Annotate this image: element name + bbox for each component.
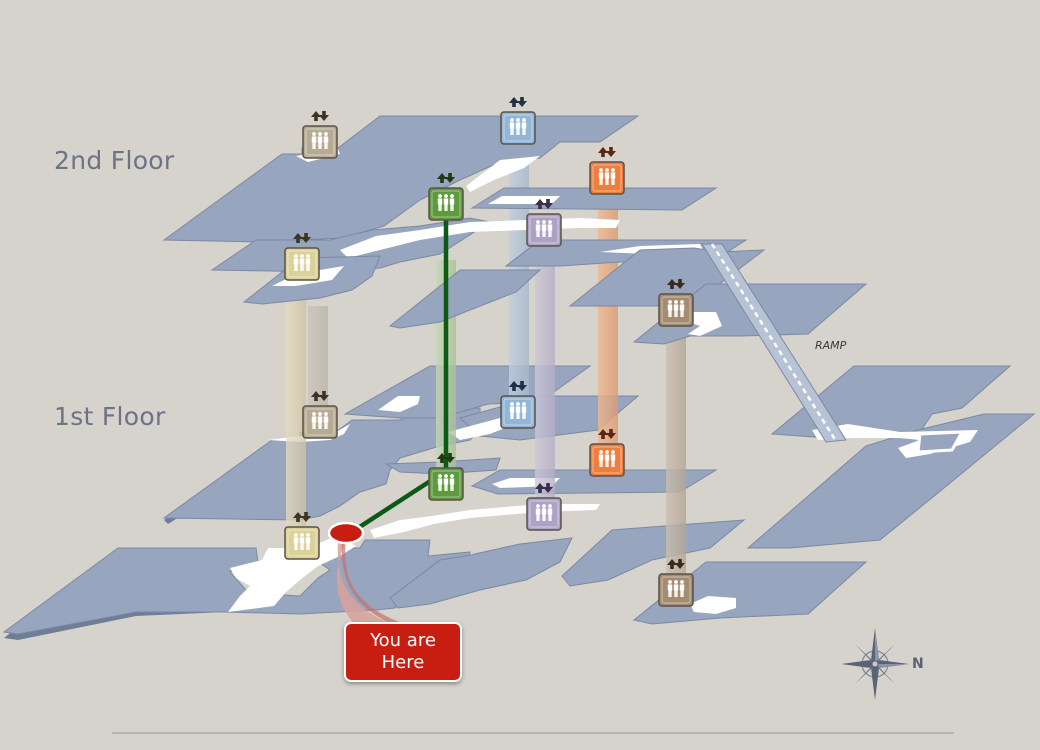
floor-1-mid-right (470, 469, 718, 495)
shaft-cream (286, 286, 306, 526)
pointer-tail (336, 540, 396, 626)
shaft-brown (666, 320, 686, 590)
elevator-2f-lavender (526, 199, 562, 247)
ramp-label: RAMP (815, 339, 847, 352)
floor-1-far-right-room (916, 430, 965, 454)
elevator-1f-orange (589, 429, 625, 477)
footer-divider (112, 732, 954, 734)
elevator-1f-lavender (526, 483, 562, 531)
elevator-1f-green (428, 453, 464, 501)
elevator-2f-green (428, 173, 464, 221)
up-down-arrows-icon (311, 111, 329, 121)
floor-1-corridor (228, 536, 356, 612)
elevator-shafts (286, 150, 686, 590)
floor-1-back-path (378, 396, 420, 412)
elevator-2f-tan (302, 111, 338, 159)
ramp (701, 243, 847, 443)
floor-2-center (388, 269, 542, 329)
floor-1-label: 1st Floor (54, 402, 166, 431)
ramp-body (701, 243, 847, 443)
elevator-2f-cream (284, 233, 320, 281)
you-are-here-callout: You are Here (344, 622, 462, 682)
you-are-here-pointer (327, 521, 410, 626)
floor-1-front-center (389, 537, 573, 609)
shaft-orange (598, 188, 618, 460)
location-marker (327, 521, 365, 545)
shaft-lavender (535, 246, 555, 514)
elevator-2f-brown (658, 279, 694, 327)
up-down-arrows-icon (509, 97, 527, 107)
elevator-1f-brown (658, 559, 694, 607)
up-down-arrows-icon (598, 147, 616, 157)
elevator-1f-blue (500, 381, 536, 429)
elevator-1f-tan (302, 391, 338, 439)
floor-1-cross-corridor (370, 504, 600, 538)
floor-1-far-right-main (746, 413, 1036, 549)
floor-2-right-end-path (688, 312, 722, 336)
elevator-2f-blue (500, 97, 536, 145)
compass-rose-icon (841, 628, 909, 700)
you-are-here-line-2: Here (381, 652, 425, 673)
elevator-1f-cream (284, 512, 320, 560)
floor-2-mid-back (470, 187, 718, 211)
you-are-here-line-1: You are (370, 630, 436, 651)
elevator-icons (284, 97, 694, 607)
floor-2-label: 2nd Floor (54, 146, 175, 175)
floor-1-left-wing-top (2, 539, 471, 635)
elevator-2f-orange (589, 147, 625, 195)
ramp-dashes (710, 243, 838, 442)
shaft-grey (308, 306, 328, 414)
compass-north-label: N (912, 656, 924, 672)
floor-1-right-wing-path (690, 596, 736, 614)
floor-2-left-path (466, 156, 540, 192)
